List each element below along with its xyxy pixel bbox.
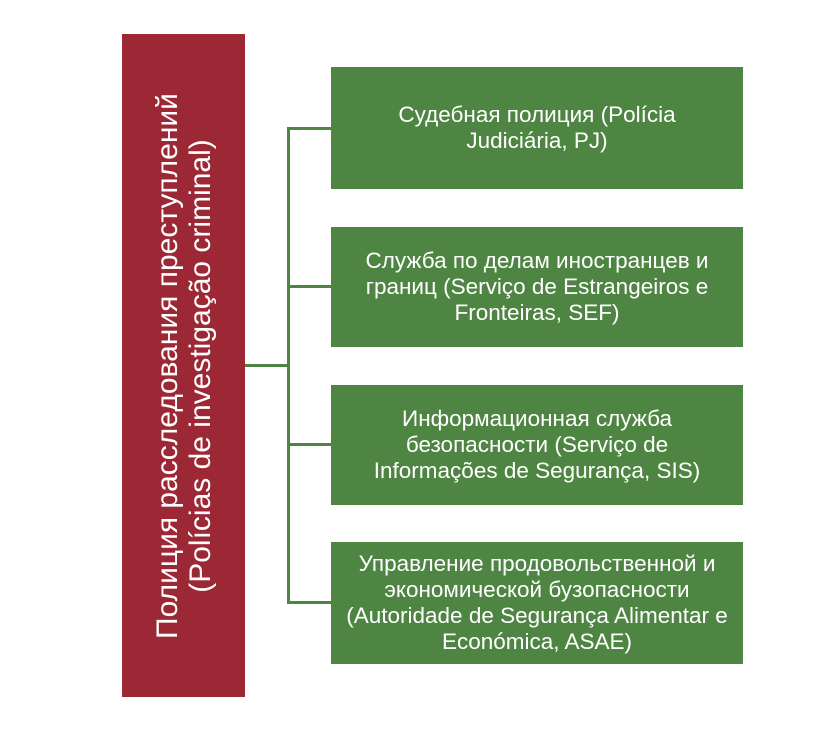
root-label-pt: (Polícias de investigação criminal): [183, 138, 217, 593]
connector-branch-2: [287, 285, 331, 288]
connector-branch-3: [287, 443, 331, 446]
child-label: Служба по делам иностранцев и границ (Se…: [365, 248, 709, 325]
child-node-sis: Информационная служба безопасности (Serv…: [331, 385, 743, 505]
root-label-ru: Полиция расследования преступлений: [150, 92, 184, 639]
child-label: Информационная служба безопасности (Serv…: [373, 406, 701, 483]
child-label: Судебная полиция (Polícia Judiciária, PJ…: [398, 102, 676, 153]
connector-branch-4: [287, 601, 331, 604]
root-label: Полиция расследования преступлений (Polí…: [151, 34, 217, 697]
child-node-sef: Служба по делам иностранцев и границ (Se…: [331, 227, 743, 347]
child-label: Управление продовольственной и экономиче…: [346, 551, 728, 654]
child-node-pj: Судебная полиция (Polícia Judiciária, PJ…: [331, 67, 743, 189]
connector-trunk: [245, 364, 289, 367]
child-node-asae: Управление продовольственной и экономиче…: [331, 542, 743, 664]
connector-spine: [287, 127, 290, 604]
connector-branch-1: [287, 127, 331, 130]
root-node: Полиция расследования преступлений (Polí…: [122, 34, 245, 697]
